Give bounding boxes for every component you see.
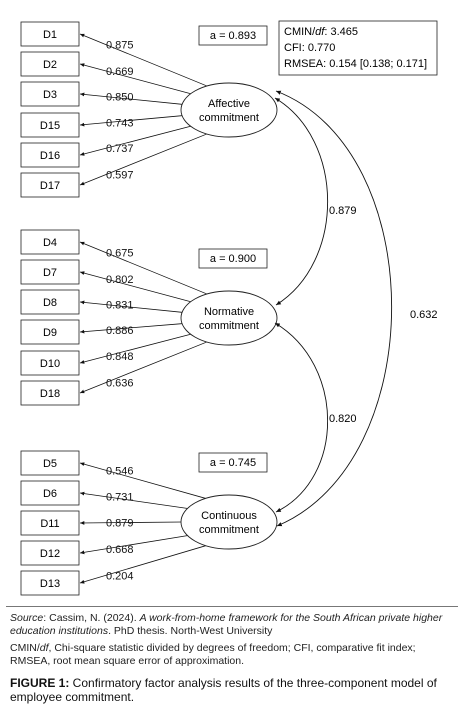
factor-label-line2: commitment xyxy=(199,524,259,536)
factor-affective: Affective commitment xyxy=(180,82,278,138)
indicator-label: D11 xyxy=(40,518,59,530)
loading-arrow-d13 xyxy=(79,543,214,584)
indicator-label: D13 xyxy=(40,578,60,590)
indicator-label: D16 xyxy=(40,150,60,162)
loading-value-d18: 0.636 xyxy=(106,378,134,390)
loading-value-d5: 0.546 xyxy=(106,465,134,477)
loading-arrow-d12 xyxy=(79,534,191,555)
indicator-d10: D10 xyxy=(20,350,80,376)
loading-arrow-d6 xyxy=(79,491,191,510)
cfa-path-diagram: 0.875 0.669 0.850 0.743 0.737 0.597 0.675 0.802… xyxy=(20,20,439,596)
correlation-value-normative-continuous: 0.820 xyxy=(329,413,357,425)
indicator-d6: D6 xyxy=(20,480,80,506)
indicator-label: D3 xyxy=(43,89,57,101)
loading-arrow-d17 xyxy=(79,131,214,186)
indicator-d15: D15 xyxy=(20,112,80,138)
loading-arrow-d9 xyxy=(79,323,184,334)
correlation-curve-affective-continuous xyxy=(275,90,393,527)
figure-caption: FIGURE 1: Confirmatory factor analysis r… xyxy=(10,676,437,704)
indicator-label: D18 xyxy=(40,388,60,400)
indicator-d4: D4 xyxy=(20,229,80,255)
correlation-value-affective-continuous: 0.632 xyxy=(410,309,438,321)
indicator-d7: D7 xyxy=(20,259,80,285)
indicator-label: D7 xyxy=(43,267,57,279)
loading-value-d11: 0.879 xyxy=(106,518,134,530)
loading-arrow-d11 xyxy=(79,521,182,525)
indicator-label: D4 xyxy=(43,237,57,249)
loading-value-d6: 0.731 xyxy=(106,492,134,504)
alpha-value: a = 0.893 xyxy=(210,30,256,42)
abbreviations-note: CMIN/df, Chi-square statistic divided by… xyxy=(10,642,416,667)
loading-value-d2: 0.669 xyxy=(106,66,134,78)
loading-value-d17: 0.597 xyxy=(106,170,134,182)
loading-value-d8: 0.831 xyxy=(106,300,134,312)
loading-arrow-d4 xyxy=(79,241,214,297)
loading-value-d4: 0.675 xyxy=(106,248,134,260)
cfi-fit-text: CFI: 0.770 xyxy=(284,42,335,54)
alpha-value: a = 0.745 xyxy=(210,457,256,469)
cmin-fit-text: CMIN/df: 3.465 xyxy=(284,26,358,38)
indicator-d16: D16 xyxy=(20,142,80,168)
indicator-d5: D5 xyxy=(20,450,80,476)
loading-arrow-d10 xyxy=(79,332,195,364)
indicator-label: D10 xyxy=(40,358,60,370)
loading-arrow-d7 xyxy=(79,271,195,304)
loading-arrow-d5 xyxy=(79,462,214,501)
loading-value-d3: 0.850 xyxy=(106,92,134,104)
model-fit-box: CMIN/df: 3.465 CFI: 0.770 RMSEA: 0.154 [… xyxy=(278,20,438,76)
indicator-label: D15 xyxy=(40,120,60,132)
alpha-box-affective: a = 0.893 xyxy=(198,25,268,46)
loading-arrow-d18 xyxy=(79,339,214,394)
correlation-curve-normative-continuous xyxy=(274,322,328,513)
loading-arrow-d1 xyxy=(79,33,214,89)
indicator-label: D6 xyxy=(43,488,57,500)
indicator-d17: D17 xyxy=(20,172,80,198)
loading-value-d1: 0.875 xyxy=(106,40,134,52)
factor-continuous: Continuous commitment xyxy=(180,494,278,550)
loading-value-d10: 0.848 xyxy=(106,351,134,363)
indicator-label: D8 xyxy=(43,297,57,309)
indicator-label: D2 xyxy=(43,59,57,71)
factor-label-line1: Normative xyxy=(204,306,254,318)
alpha-box-continuous: a = 0.745 xyxy=(198,452,268,473)
source-note: Source: Cassim, N. (2024). A work-from-h… xyxy=(10,612,443,637)
indicator-d18: D18 xyxy=(20,380,80,406)
loading-value-d13: 0.204 xyxy=(106,570,134,582)
indicator-d8: D8 xyxy=(20,289,80,315)
indicator-label: D12 xyxy=(40,548,60,560)
alpha-value: a = 0.900 xyxy=(210,253,256,265)
loading-arrow-d3 xyxy=(79,92,184,105)
indicator-d2: D2 xyxy=(20,51,80,77)
loading-value-d9: 0.886 xyxy=(106,325,134,337)
correlation-value-affective-normative: 0.879 xyxy=(329,205,357,217)
indicator-label: D17 xyxy=(40,180,60,192)
indicator-d3: D3 xyxy=(20,81,80,107)
factor-normative: Normative commitment xyxy=(180,290,278,346)
loading-value-d16: 0.737 xyxy=(106,143,134,155)
alpha-box-normative: a = 0.900 xyxy=(198,248,268,269)
rmsea-fit-text: RMSEA: 0.154 [0.138; 0.171] xyxy=(284,58,427,70)
indicator-d11: D11 xyxy=(20,510,80,536)
loading-value-d7: 0.802 xyxy=(106,274,134,286)
indicator-d9: D9 xyxy=(20,319,80,345)
indicator-d12: D12 xyxy=(20,540,80,566)
indicator-label: D9 xyxy=(43,327,57,339)
factor-label-line1: Continuous xyxy=(201,510,257,522)
figure-divider xyxy=(6,606,458,607)
loading-arrow-d8 xyxy=(79,300,184,313)
indicator-d1: D1 xyxy=(20,21,80,47)
loading-value-d12: 0.668 xyxy=(106,544,134,556)
factor-label-line2: commitment xyxy=(199,320,259,332)
loading-value-d15: 0.743 xyxy=(106,118,134,130)
factor-label-line1: Affective xyxy=(208,98,250,110)
factor-label-line2: commitment xyxy=(199,112,259,124)
loading-arrow-d16 xyxy=(79,124,195,156)
correlation-curve-affective-normative xyxy=(274,97,328,306)
loading-arrow-d15 xyxy=(79,115,184,127)
indicator-label: D5 xyxy=(43,458,57,470)
loading-arrow-d2 xyxy=(79,63,195,96)
indicator-d13: D13 xyxy=(20,570,80,596)
indicator-label: D1 xyxy=(43,29,57,41)
